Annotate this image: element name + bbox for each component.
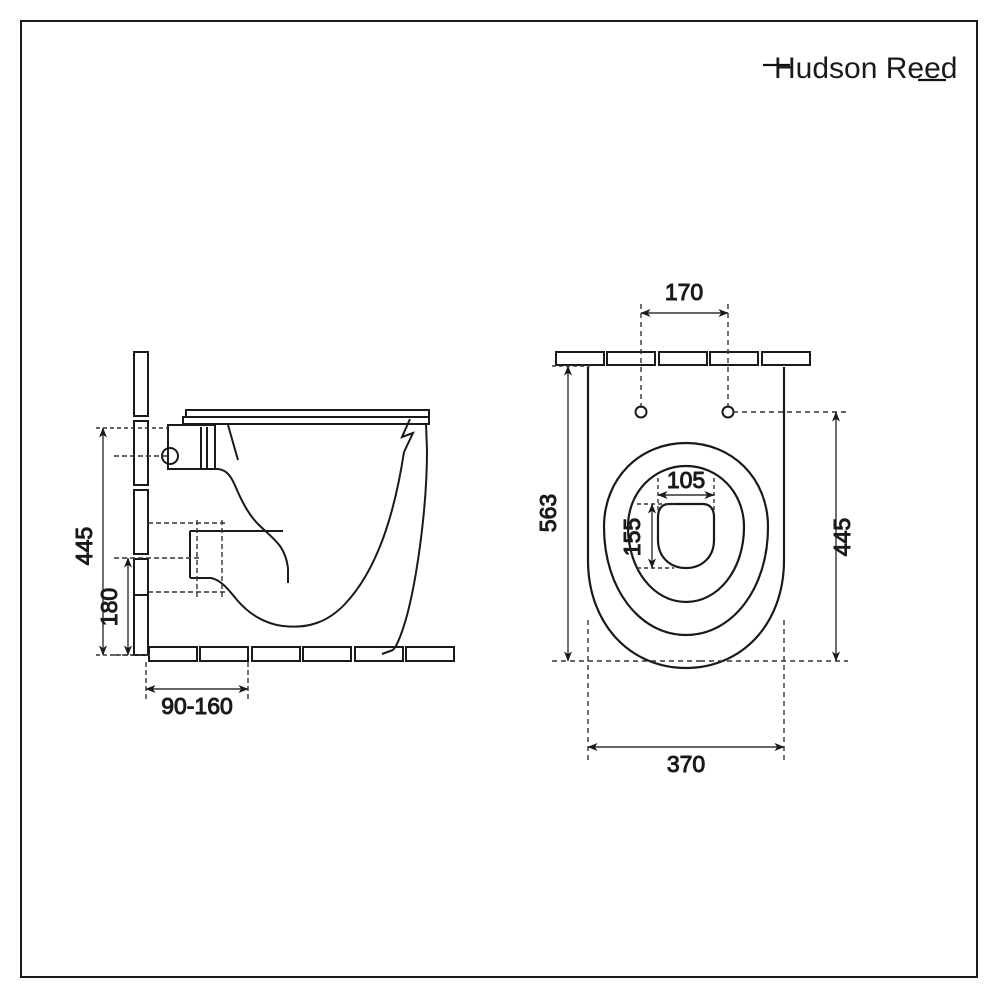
plan-view-group [555, 351, 811, 670]
plan-bowl-opening [656, 502, 716, 570]
side-construction-lines [114, 455, 225, 597]
dim-plan-445 [700, 411, 848, 662]
seat-lid-upper [185, 409, 430, 418]
fixing-hole-left [634, 405, 648, 419]
dim-label-side-wall-projection: 90-160 [161, 693, 233, 719]
logo-svg: Hudson Reed [763, 52, 957, 85]
side-pan-body [167, 418, 429, 655]
floor-tile [148, 646, 198, 662]
side-wall-tiles [133, 351, 149, 656]
side-wall-bracket [161, 424, 216, 470]
dim-side-90-160 [145, 662, 249, 700]
dim-plan-370 [587, 620, 785, 760]
dim-side-180 [114, 557, 200, 656]
dim-plan-155 [637, 503, 674, 569]
dim-label-plan-370: 370 [667, 751, 705, 777]
side-seat-lid [182, 409, 430, 425]
dim-plan-563 [552, 365, 700, 662]
wall-tile [555, 351, 605, 366]
plan-wall-tiles [555, 351, 811, 366]
floor-tile [199, 646, 249, 662]
wall-tile [133, 351, 149, 417]
wall-tile [709, 351, 759, 366]
wall-tile [658, 351, 708, 366]
floor-tile [251, 646, 301, 662]
side-view-group [133, 351, 455, 662]
wall-tile [761, 351, 811, 366]
dim-label-plan-445: 445 [829, 518, 855, 556]
pan-foot [381, 649, 394, 655]
side-floor-tiles [148, 646, 455, 662]
floor-tile [302, 646, 352, 662]
dim-label-plan-105: 105 [667, 467, 705, 493]
drawing-frame-border [20, 20, 978, 978]
wall-tile [606, 351, 656, 366]
dim-label-plan-563: 563 [535, 494, 561, 532]
dim-label-plan-155: 155 [619, 518, 645, 556]
wall-tile [133, 594, 149, 656]
dim-plan-105 [657, 478, 715, 510]
pan-rim-notch [400, 418, 415, 453]
wall-tile [133, 489, 149, 555]
floor-tile [354, 646, 404, 662]
pan-underside-curve [190, 451, 405, 628]
dim-label-side-445: 445 [71, 527, 97, 565]
dim-label-side-180: 180 [96, 588, 122, 626]
brand-logo: Hudson Reed [760, 48, 960, 94]
dim-label-plan-170: 170 [665, 279, 703, 305]
pan-inner-curve [215, 468, 289, 583]
seat-lid-lower [182, 416, 430, 425]
dim-plan-170 [640, 304, 729, 408]
logo-wordmark: Hudson Reed [774, 52, 957, 85]
fixing-hole-right [721, 405, 735, 419]
pan-right-outer-edge [392, 423, 429, 651]
floor-tile [405, 646, 455, 662]
pan-rim-hinge-line [227, 424, 239, 461]
wall-tile [133, 420, 149, 486]
